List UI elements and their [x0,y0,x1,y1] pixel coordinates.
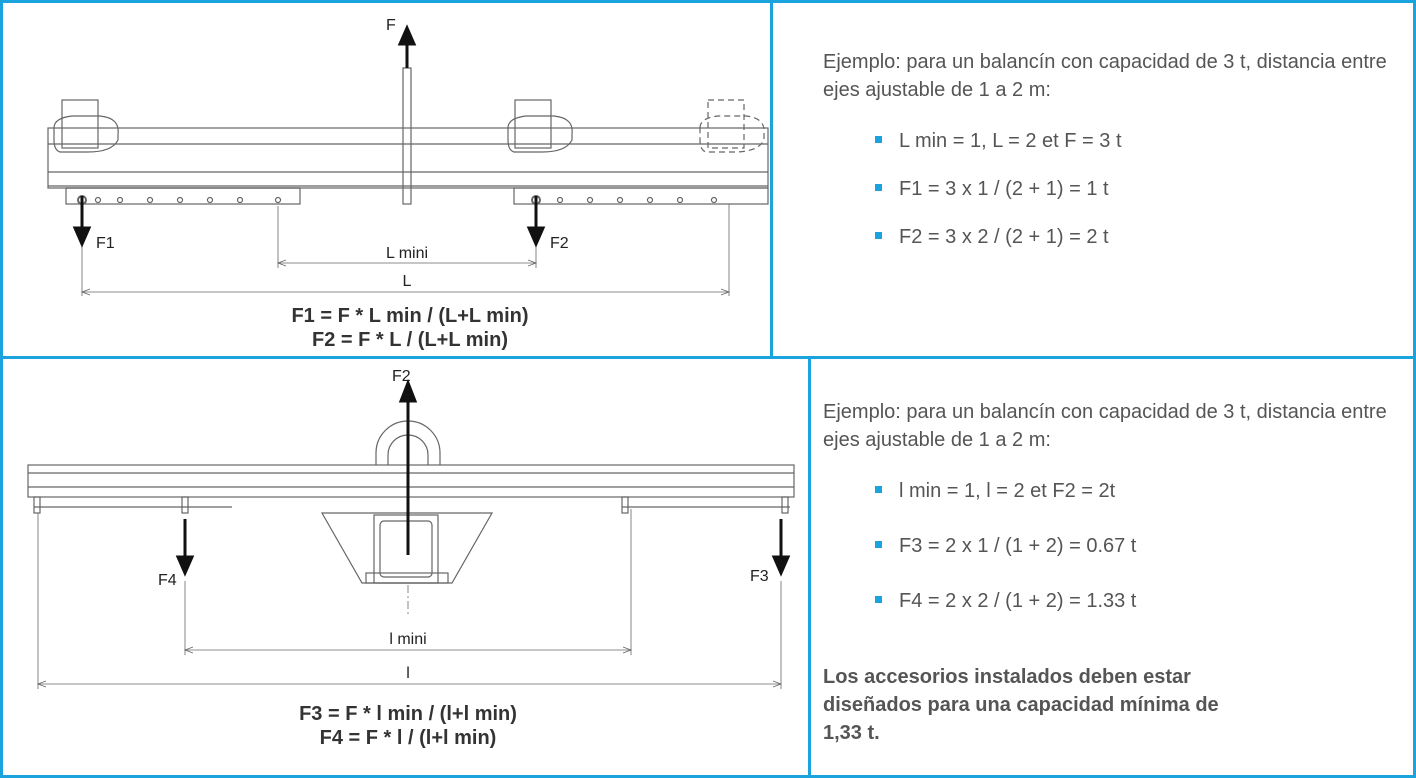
bottom-dim-inner-label: l mini [389,631,426,648]
bottom-formula: F3 = F * l min / (l+l min) F4 = F * l / … [198,702,618,750]
bottom-intro-text: Ejemplo: para un balancín con capacidad … [823,401,1387,451]
bottom-force-top-label: F2 [392,368,411,385]
list-item: L min = 1, L = 2 et F = 3 t [823,128,1408,176]
top-beam-diagram: F F1 F2 L mini L [47,17,769,296]
bottom-dim-outer-label: l [406,665,410,682]
top-intro-text: Ejemplo: para un balancín con capacidad … [823,51,1387,101]
list-item: F1 = 3 x 1 / (2 + 1) = 1 t [823,176,1408,224]
top-force-top-label: F [386,17,396,34]
top-text-column: Ejemplo: para un balancín con capacidad … [823,48,1408,272]
bottom-force-right-label: F3 [750,568,769,585]
top-formula-line2: F2 = F * L / (L+L min) [312,329,508,351]
column-divider-bottom [808,359,811,778]
bullet-square-icon [875,596,882,603]
bullet-square-icon [875,232,882,239]
list-item: F3 = 2 x 1 / (1 + 2) = 0.67 t [823,533,1408,588]
list-item: l min = 1, l = 2 et F2 = 2t [823,478,1408,533]
bottom-force-left-label: F4 [158,572,177,589]
bottom-formula-line1: F3 = F * l min / (l+l min) [299,703,517,725]
bullet-square-icon [875,184,882,191]
bottom-formula-line2: F4 = F * l / (l+l min) [319,727,497,749]
top-formula-line1: F1 = F * L min / (L+L min) [291,305,529,327]
bullet-square-icon [875,541,882,548]
top-force-left-label: F1 [96,235,115,252]
top-formula: F1 = F * L min / (L+L min) F2 = F * L / … [200,304,620,352]
list-item: F4 = 2 x 2 / (1 + 2) = 1.33 t [823,588,1408,643]
bottom-bullet-list: l min = 1, l = 2 et F2 = 2t F3 = 2 x 1 /… [823,478,1408,643]
bottom-beam-diagram: F2 F4 F3 l mini l [27,368,795,689]
bullet-square-icon [875,486,882,493]
top-beam-body [47,127,769,189]
bullet-square-icon [875,136,882,143]
capacity-note: Los accesorios instalados deben estar di… [823,666,1219,744]
bottom-beam-body [27,464,795,498]
list-item: F2 = 3 x 2 / (2 + 1) = 2 t [823,224,1408,272]
top-bullet-list: L min = 1, L = 2 et F = 3 t F1 = 3 x 1 /… [823,128,1408,272]
panel-divider [0,356,1416,359]
column-divider-top [770,0,773,356]
bottom-text-column: Ejemplo: para un balancín con capacidad … [823,398,1408,747]
top-dim-inner-label: L mini [386,245,428,262]
top-dim-outer-label: L [403,273,412,290]
top-force-right-label: F2 [550,235,569,252]
